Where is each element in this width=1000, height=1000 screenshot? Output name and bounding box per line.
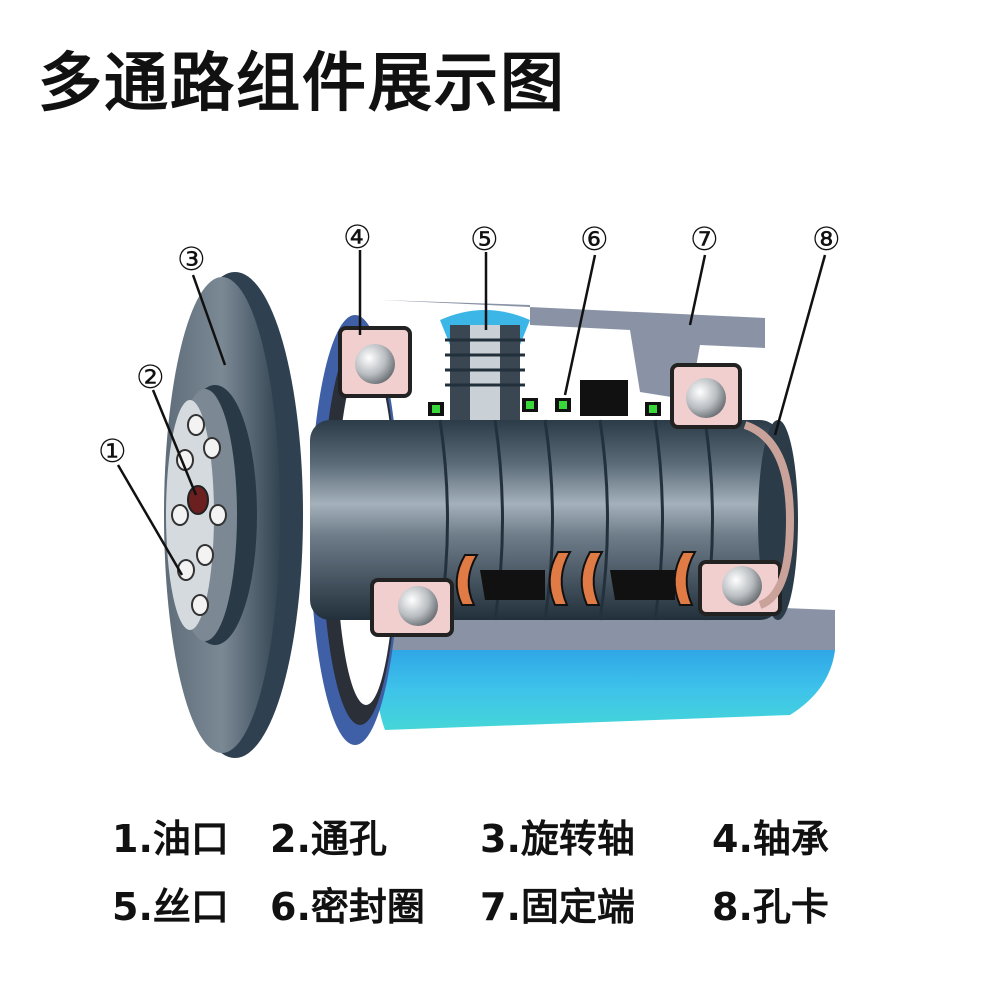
callout-7: ⑦: [690, 220, 719, 258]
seal-rings: [428, 380, 697, 606]
callout-8: ⑧: [812, 220, 841, 258]
legend-item-8: 8.孔卡: [712, 885, 829, 929]
callout-2: ②: [136, 358, 165, 396]
legend-item-2: 2.通孔: [270, 817, 387, 861]
retaining-ring: [743, 421, 795, 609]
oil-ports: [171, 414, 227, 616]
callout-4: ④: [343, 218, 372, 256]
callout-3: ③: [177, 240, 206, 278]
callout-5: ⑤: [470, 220, 499, 258]
bearing-top-left: [338, 326, 412, 398]
leader-lines: [116, 250, 827, 576]
bearing-bottom-left: [370, 578, 454, 637]
legend-item-5: 5.丝口: [112, 885, 229, 929]
bearing-bottom-right: [698, 560, 782, 616]
center-through-hole: [187, 485, 209, 515]
legend-item-3: 3.旋转轴: [480, 817, 635, 861]
legend-item-4: 4.轴承: [712, 817, 829, 861]
legend-item-7: 7.固定端: [480, 885, 635, 929]
legend-item-1: 1.油口: [112, 817, 229, 861]
bearing-top-right: [670, 363, 742, 429]
callout-1: ①: [98, 432, 127, 470]
callout-6: ⑥: [580, 220, 609, 258]
legend-item-6: 6.密封圈: [270, 885, 425, 929]
page-title: 多通路组件展示图: [38, 47, 566, 121]
